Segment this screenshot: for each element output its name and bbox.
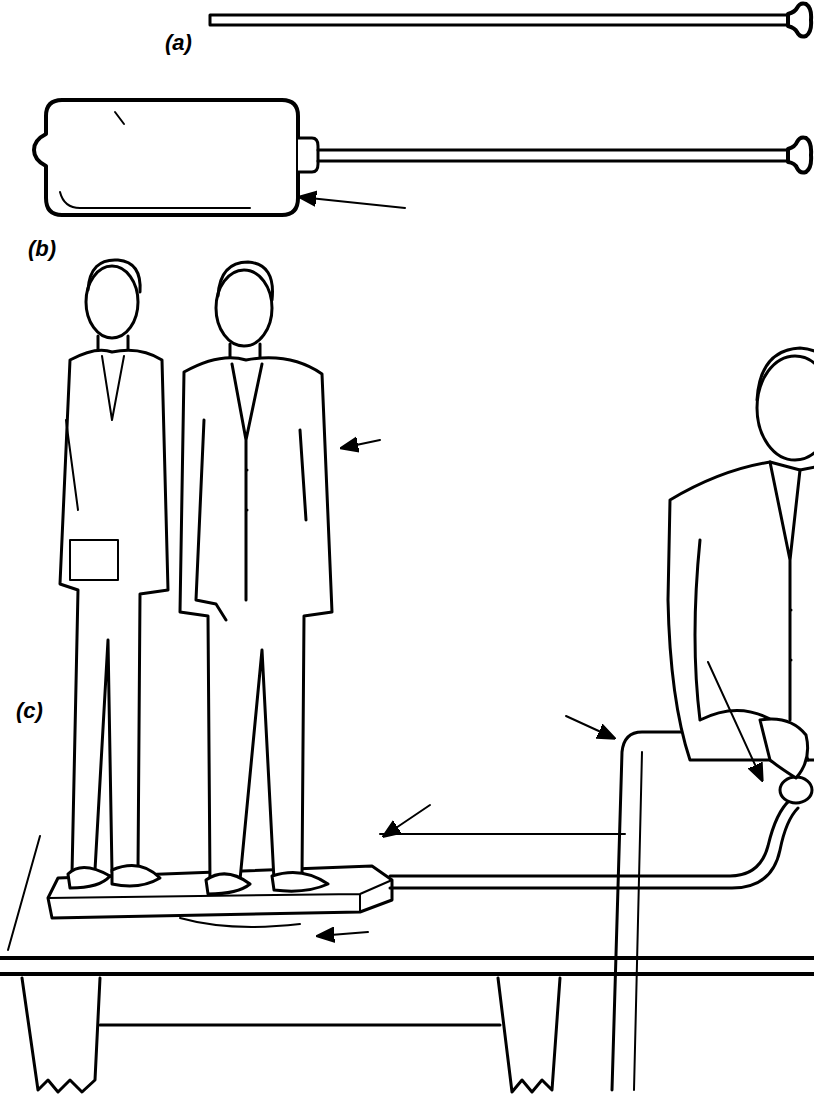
head [86, 266, 138, 338]
frame [634, 752, 642, 1090]
standing-man [180, 358, 332, 882]
part-label: (a) [165, 32, 192, 54]
head [216, 270, 272, 346]
platform-base [180, 918, 300, 927]
nozzle [788, 4, 811, 37]
table-edge [8, 834, 625, 950]
hair [218, 262, 273, 300]
shoe [206, 872, 328, 894]
nozzle [788, 138, 811, 173]
part-label: (b) [28, 238, 56, 260]
bag-neck [298, 138, 318, 172]
leader-line [384, 805, 430, 836]
seated-man [668, 462, 814, 760]
frame [612, 732, 740, 1090]
shoe [68, 866, 160, 889]
bag-shading [60, 192, 250, 208]
head [757, 356, 814, 460]
leader-line [708, 662, 762, 780]
bulb [780, 777, 812, 803]
rubber-bag [34, 100, 298, 215]
hair [88, 260, 140, 292]
table-top [0, 958, 814, 974]
jacket-detail [196, 364, 306, 620]
leader-line [566, 716, 614, 738]
part-label: (c) [16, 700, 43, 722]
bag-shading [115, 112, 124, 124]
jacket-detail [695, 462, 808, 760]
table-leg [498, 978, 560, 1092]
leader-line [300, 197, 405, 208]
hand [760, 719, 808, 778]
leader-line [342, 440, 380, 448]
tube [318, 150, 788, 161]
tube [210, 15, 788, 25]
tube [390, 800, 798, 888]
leader-line [318, 932, 368, 936]
platform [48, 866, 392, 918]
jacket-detail [66, 356, 124, 580]
table-rail [100, 1024, 500, 1027]
standing-man [60, 350, 168, 874]
hair [757, 348, 814, 400]
table-leg [22, 978, 100, 1092]
